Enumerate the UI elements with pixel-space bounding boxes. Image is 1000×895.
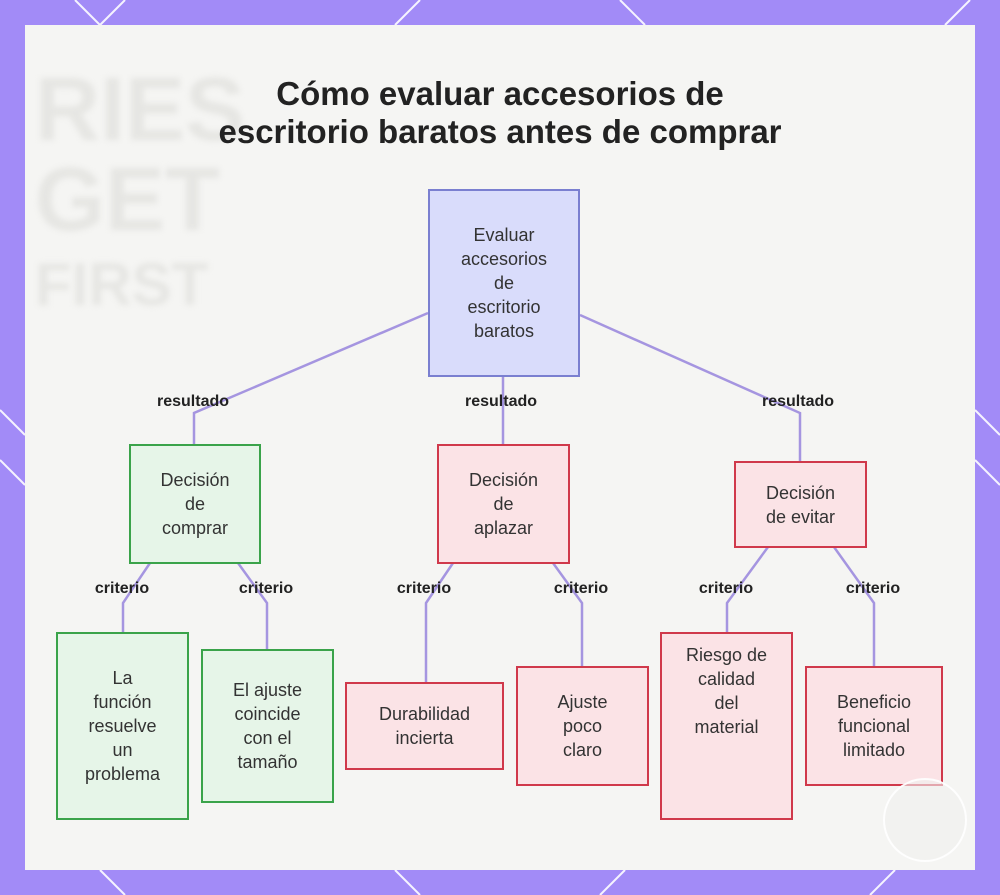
node-text: función [85,690,160,714]
node-text: con el [233,726,302,750]
node-text: claro [557,738,607,762]
node-root: Evaluar accesorios de escritorio baratos [428,189,580,377]
edge-buy-2 [238,563,267,649]
edge-postpone-2 [553,563,582,666]
edge-label-result: resultado [762,393,834,411]
node-text: poco [557,714,607,738]
node-text: Decisión [160,468,229,492]
edge-label-criterion: criterio [699,580,753,598]
node-text: de [469,492,538,516]
node-text: de [160,492,229,516]
node-text: problema [85,762,160,786]
node-text: del [686,691,767,715]
node-text: Ajuste [557,690,607,714]
node-text: El ajuste [233,678,302,702]
node-text: Decisión [469,468,538,492]
node-criterion-function: La función resuelve un problema [56,632,189,820]
node-text: funcional [837,714,911,738]
node-text: Evaluar [461,223,547,247]
edge-label-result: resultado [157,393,229,411]
node-text: Durabilidad [379,702,470,726]
node-text: un [85,738,160,762]
edge-avoid-2 [834,547,874,666]
node-text: Beneficio [837,690,911,714]
node-criterion-limited-benefit: Beneficio funcional limitado [805,666,943,786]
edge-label-criterion: criterio [397,580,451,598]
node-text: La [85,666,160,690]
node-text: material [686,715,767,739]
node-criterion-durability: Durabilidad incierta [345,682,504,770]
node-text: comprar [160,516,229,540]
node-text: tamaño [233,750,302,774]
node-text: coincide [233,702,302,726]
node-text: calidad [686,667,767,691]
node-text: resuelve [85,714,160,738]
edge-label-criterion: criterio [554,580,608,598]
watermark-seal [883,778,967,862]
edge-label-criterion: criterio [239,580,293,598]
node-text: escritorio [461,295,547,319]
node-criterion-material-risk: Riesgo de calidad del material [660,632,793,820]
node-decision-buy: Decisión de comprar [129,444,261,564]
node-text: baratos [461,319,547,343]
edge-root-avoid [580,315,800,461]
node-text: limitado [837,738,911,762]
edge-label-criterion: criterio [846,580,900,598]
edge-label-criterion: criterio [95,580,149,598]
node-text: aplazar [469,516,538,540]
node-criterion-unclear-fit: Ajuste poco claro [516,666,649,786]
node-text: de evitar [766,505,835,529]
node-decision-postpone: Decisión de aplazar [437,444,570,564]
node-decision-avoid: Decisión de evitar [734,461,867,548]
edge-label-result: resultado [465,393,537,411]
node-text: Riesgo de [686,643,767,667]
node-text: Decisión [766,481,835,505]
node-text: accesorios [461,247,547,271]
edge-root-buy [194,313,428,444]
node-text: de [461,271,547,295]
node-text: incierta [379,726,470,750]
node-criterion-size-fit: El ajuste coincide con el tamaño [201,649,334,803]
